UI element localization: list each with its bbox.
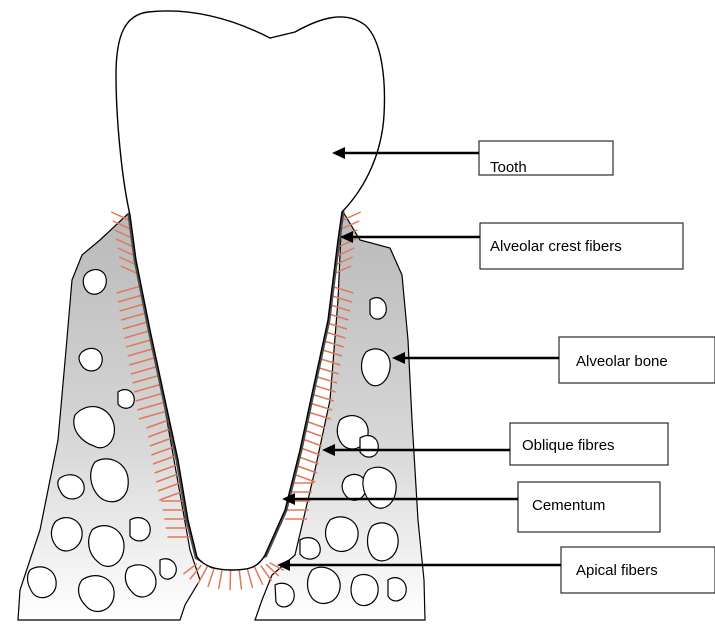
alveolar-crest-label: Alveolar crest fibers	[490, 238, 622, 255]
fiber-line	[219, 568, 223, 589]
alveolar-bone-label-group: Alveolar bone	[392, 337, 715, 383]
fiber-line	[208, 567, 215, 587]
apical-fibers-label: Apical fibers	[576, 562, 658, 579]
fiber-line	[239, 568, 242, 590]
oblique-fibres-label: Oblique fibres	[522, 437, 615, 454]
fiber-line	[254, 567, 262, 585]
fiber-line	[247, 567, 253, 587]
alveolar-bone-label: Alveolar bone	[576, 353, 668, 370]
fiber-line	[198, 566, 207, 583]
fiber-line	[293, 474, 315, 482]
tooth-label: Tooth	[490, 159, 527, 176]
cementum-label: Cementum	[532, 497, 605, 514]
fiber-line	[230, 568, 231, 590]
